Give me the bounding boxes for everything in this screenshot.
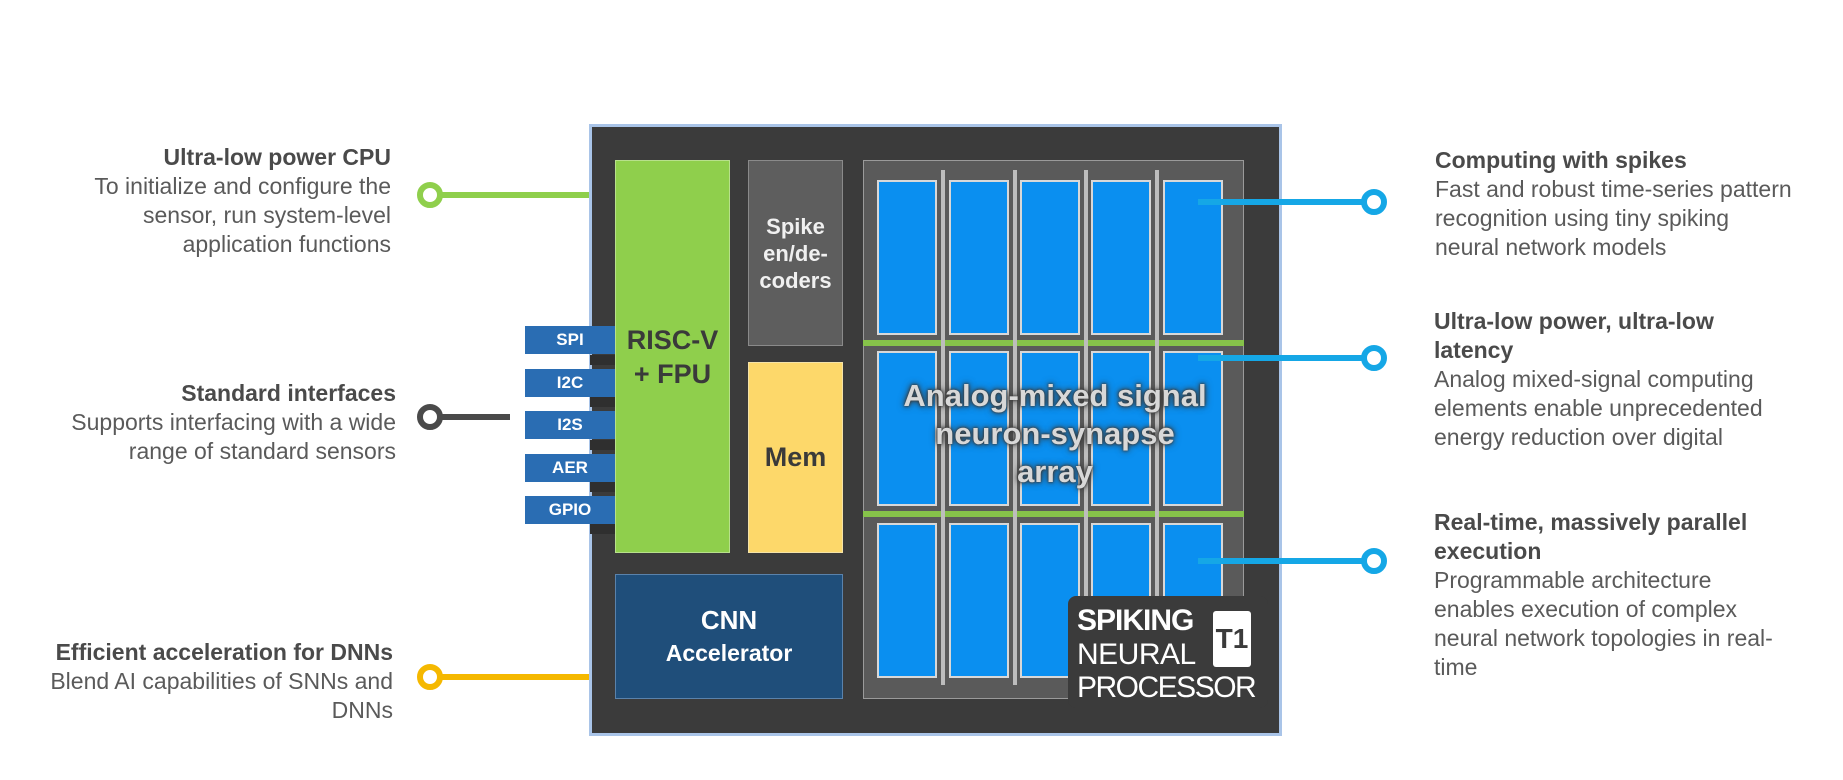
logo-text-spiking: SPIKING [1077,604,1194,637]
array-cell [1091,180,1151,335]
array-cell [949,351,1009,506]
connector-interfaces-circle [417,404,443,430]
callout-latency-line: energy reduction over digital [1434,424,1723,450]
cnn-accelerator-block: CNN Accelerator [615,574,843,699]
callout-dnn: Efficient acceleration for DNNs Blend AI… [20,638,393,725]
logo-badge: T1 [1213,611,1251,667]
callout-interfaces-title: Standard interfaces [181,380,396,406]
cpu-block: RISC-V + FPU [615,160,730,553]
cpu-label: RISC-V [626,325,719,355]
logo-badge-text: T1 [1215,623,1249,654]
spike-codec-block: Spike en/de- coders [748,160,843,346]
array-cell [949,523,1009,678]
callout-latency-line: elements enable unprecedented [1434,395,1763,421]
connector-spikes-circle [1361,189,1387,215]
array-cell [1020,351,1080,506]
cnn-label: CNN [700,604,758,635]
connector-latency-circle [1361,345,1387,371]
interface-pin [590,440,615,450]
mem-block: Mem [748,362,843,553]
callout-interfaces: Standard interfaces Supports interfacing… [40,379,396,466]
mem-label: Mem [764,442,827,472]
array-label-line: neuron-synapse [935,416,1175,451]
array-bus-vertical [941,170,945,685]
interface-i2c: I2C [525,369,615,397]
connector-cpu-circle [417,182,443,208]
array-bus-horizontal [863,340,1244,346]
connector-interfaces-line [440,414,510,420]
interface-spi: SPI [525,326,615,354]
interface-i2s: I2S [525,411,615,439]
callout-interfaces-line: Supports interfacing with a wide [71,409,396,435]
array-cell [877,523,937,678]
logo-text-neural: NEURAL [1077,638,1196,671]
connector-dnn-line [440,674,722,680]
callout-spikes-line: recognition using tiny spiking [1435,205,1730,231]
array-bus-horizontal [863,511,1244,517]
cpu-label: + FPU [633,359,712,389]
callout-cpu: Ultra-low power CPU To initialize and co… [40,143,391,259]
connector-parallel-line [1198,558,1370,564]
callout-dnn-line: Blend AI capabilities of SNNs and [50,668,393,694]
cnn-label: Accelerator [665,639,793,666]
callout-parallel-line: neural network topologies in real- [1434,625,1773,651]
interface-pin [590,355,615,365]
spike-label: en/de- [763,240,828,266]
callout-parallel-line: Programmable architecture [1434,567,1712,593]
array-cell [1091,351,1151,506]
callout-parallel-line: enables execution of complex [1434,596,1738,622]
array-bus-vertical [1155,170,1159,685]
interface-pin [590,397,615,407]
callout-dnn-line: DNNs [331,697,393,723]
connector-parallel-circle [1361,548,1387,574]
callout-latency-line: Analog mixed-signal computing [1434,366,1754,392]
callout-dnn-title: Efficient acceleration for DNNs [55,639,393,665]
connector-latency-line [1198,355,1370,361]
callout-spikes: Computing with spikes Fast and robust ti… [1435,146,1835,262]
array-cell [949,180,1009,335]
array-cell [877,180,937,335]
interface-gpio: GPIO [525,496,615,524]
callout-cpu-line: To initialize and configure the [94,173,391,199]
array-cell [1163,351,1223,506]
spike-label: coders [759,267,832,293]
array-cell [877,351,937,506]
callout-parallel: Real-time, massively parallel execution … [1434,508,1834,682]
callout-latency: Ultra-low power, ultra-low latency Analo… [1434,307,1834,452]
callout-parallel-title: execution [1434,538,1542,564]
callout-spikes-line: Fast and robust time-series pattern [1435,176,1792,202]
array-bus-vertical [1084,170,1088,685]
array-cell [1020,180,1080,335]
interface-pin [590,524,615,534]
callout-spikes-title: Computing with spikes [1435,147,1687,173]
array-label-line: array [1017,454,1093,489]
array-cell [1163,180,1223,335]
callout-spikes-line: neural network models [1435,234,1667,260]
callout-interfaces-line: range of standard sensors [128,438,396,464]
spike-label: Spike [766,213,825,239]
callout-cpu-line: sensor, run system-level [143,202,391,228]
array-label: Analog-mixed signal neuron-synapse array [870,377,1240,491]
callout-latency-title: latency [1434,337,1514,363]
callout-latency-title: Ultra-low power, ultra-low [1434,308,1714,334]
connector-spikes-line [1198,199,1370,205]
callout-parallel-title: Real-time, massively parallel [1434,509,1748,535]
callout-parallel-line: time [1434,654,1478,680]
connector-dnn-circle [417,664,443,690]
callout-cpu-line: application functions [182,231,391,257]
connector-cpu-line [440,192,615,198]
array-label-line: Analog-mixed signal [903,378,1207,413]
interface-pin [590,482,615,492]
callout-cpu-title: Ultra-low power CPU [163,144,391,170]
interface-aer: AER [525,454,615,482]
logo-text-processor: PROCESSOR [1077,671,1257,704]
array-bus-vertical [1013,170,1017,685]
